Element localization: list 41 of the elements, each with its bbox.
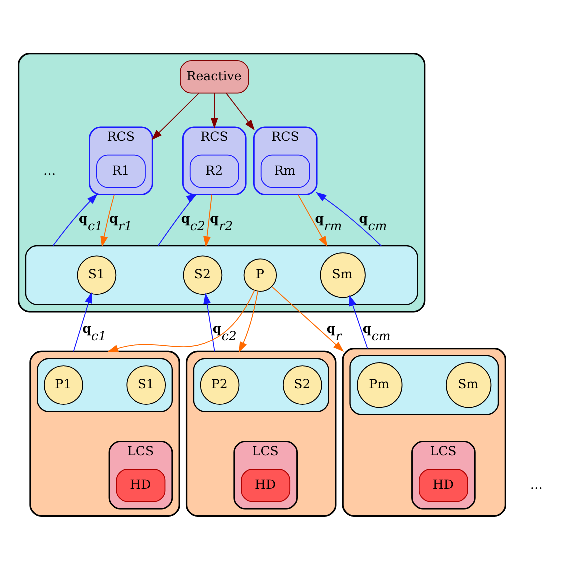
arrow — [238, 291, 258, 353]
arrow — [52, 194, 98, 246]
arrow — [204, 293, 216, 352]
node-box: Rm — [260, 154, 310, 188]
cluster — [30, 350, 180, 518]
node-circle: Pm — [357, 362, 403, 408]
node-circle: P1 — [44, 366, 84, 405]
cluster — [342, 348, 506, 518]
node-box: HD — [241, 469, 291, 502]
node-box: HD — [419, 469, 468, 502]
arrow — [204, 194, 213, 248]
arrow — [226, 92, 255, 131]
arrow — [108, 290, 256, 352]
cluster — [350, 355, 500, 416]
label: … — [44, 162, 56, 178]
cluster — [18, 52, 426, 313]
arrow — [298, 194, 328, 248]
arrow — [100, 194, 115, 248]
arrow — [210, 92, 218, 129]
cluster — [193, 358, 330, 412]
node-circle: Sm — [446, 362, 492, 408]
node-circle: Sm — [320, 252, 366, 298]
node-circle: S2 — [283, 366, 322, 405]
node-circle: P2 — [200, 366, 240, 405]
node-circle: P — [244, 258, 278, 292]
arrow — [158, 194, 198, 246]
arrow — [152, 92, 200, 140]
arrow — [349, 295, 368, 350]
cluster — [37, 358, 173, 412]
cluster — [186, 350, 337, 518]
arrow — [272, 286, 344, 352]
node-circle: S2 — [183, 256, 223, 296]
node-circle: S1 — [126, 366, 166, 405]
arrow — [316, 192, 382, 246]
node-box: R2 — [190, 154, 240, 188]
label: … — [530, 477, 543, 492]
arrow — [73, 292, 92, 352]
node-circle: S1 — [77, 256, 117, 296]
node-box: HD — [116, 469, 166, 502]
node-box: R1 — [96, 154, 146, 188]
node-box: Reactive — [180, 60, 250, 94]
